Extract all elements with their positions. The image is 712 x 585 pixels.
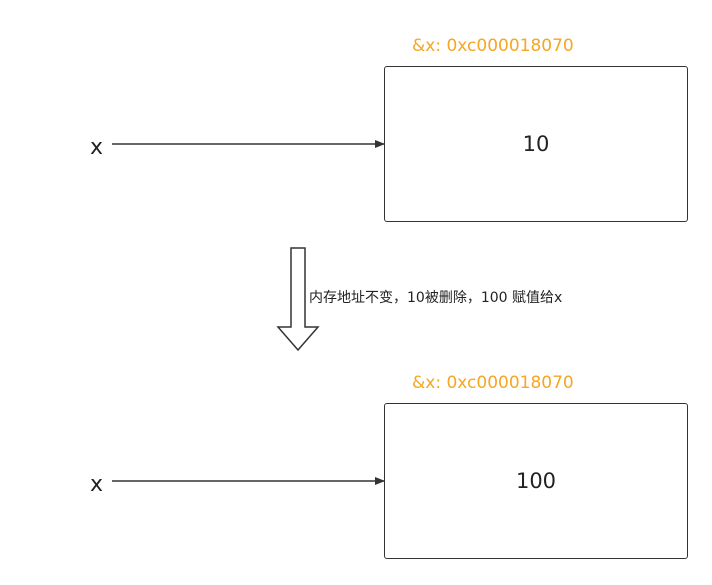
memory-box-after: 100 xyxy=(384,403,688,559)
variable-label-before: x xyxy=(90,135,104,160)
transition-note: 内存地址不变，10被删除，100 赋值给x xyxy=(309,290,563,306)
variable-label-after: x xyxy=(90,472,104,497)
address-label-after: &x: 0xc000018070 xyxy=(412,373,574,393)
transition-down-arrow xyxy=(276,247,320,352)
memory-value-after: 100 xyxy=(515,469,557,493)
memory-value-before: 10 xyxy=(522,132,550,156)
memory-box-before: 10 xyxy=(384,66,688,222)
address-label-before: &x: 0xc000018070 xyxy=(412,36,574,56)
